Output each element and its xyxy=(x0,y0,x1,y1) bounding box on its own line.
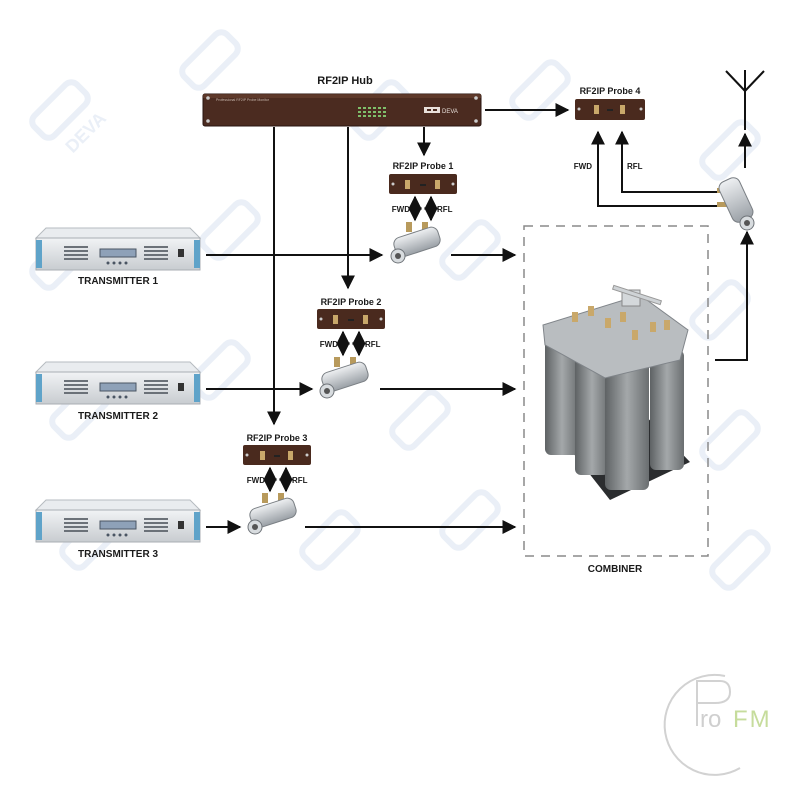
rfl-label: RFL xyxy=(437,205,453,214)
fwd-connector-icon xyxy=(405,180,410,189)
coupler-3 xyxy=(247,493,297,535)
transmitter-icon xyxy=(34,227,202,271)
transmitter-label: TRANSMITTER 2 xyxy=(78,411,158,422)
watermark-layer: DEVA xyxy=(29,29,771,591)
hub-front-text: Professional RF2IP Probe Monitor xyxy=(216,98,270,102)
fwd-label: FWD xyxy=(574,162,592,171)
fwd-connector-icon xyxy=(260,451,265,460)
antenna-icon xyxy=(725,70,765,130)
deva-logo-icon: DEVA xyxy=(424,107,458,115)
transmitter-2[interactable]: TRANSMITTER 2 xyxy=(34,361,202,422)
combiner-label: COMBINER xyxy=(588,564,643,575)
rfl-connector-icon xyxy=(288,451,293,460)
rf2ip-probe-4[interactable]: RF2IP Probe 4 FWD RFL xyxy=(574,86,645,171)
fwd-label: FWD xyxy=(247,476,265,485)
profm-logo: ro FM xyxy=(663,673,772,776)
connections xyxy=(206,103,754,534)
transmitter-label: TRANSMITTER 1 xyxy=(78,276,158,287)
coupler-1 xyxy=(390,222,441,264)
rf2ip-probe-1[interactable]: RF2IP Probe 1 FWD RFL xyxy=(389,161,457,214)
rfl-label: RFL xyxy=(365,340,381,349)
hub-label: RF2IP Hub xyxy=(317,75,373,87)
rfl-connector-icon xyxy=(363,315,368,324)
logo-suffix: FM xyxy=(733,706,772,733)
rf2ip-hub[interactable]: RF2IP Hub Professional RF2IP Probe Monit… xyxy=(202,75,482,127)
rfl-label: RFL xyxy=(627,162,643,171)
transmitter-3[interactable]: TRANSMITTER 3 xyxy=(34,499,202,560)
transmitter-1[interactable]: TRANSMITTER 1 xyxy=(34,227,202,287)
rfl-connector-icon xyxy=(435,180,440,189)
rfl-connector-icon xyxy=(620,105,625,114)
probe4-fwd-link xyxy=(591,130,718,207)
hub-status-leds xyxy=(358,107,386,117)
transmitter-icon xyxy=(34,499,202,543)
combiner-icon xyxy=(542,284,690,500)
rf2ip-probe-3[interactable]: RF2IP Probe 3 FWD RFL xyxy=(243,433,311,485)
transmitter-icon xyxy=(34,361,202,405)
fwd-connector-icon xyxy=(333,315,338,324)
probe-label: RF2IP Probe 1 xyxy=(393,161,454,171)
coupler-2 xyxy=(319,357,369,399)
link-combiner-coupler4 xyxy=(715,230,754,361)
svg-text:DEVA: DEVA xyxy=(442,109,458,115)
rf2ip-probe-2[interactable]: RF2IP Probe 2 FWD RFL xyxy=(317,297,385,349)
coupler-4 xyxy=(717,177,755,231)
probe4-rfl-link xyxy=(615,130,718,193)
svg-text:DEVA: DEVA xyxy=(61,108,110,157)
transmitter-label: TRANSMITTER 3 xyxy=(78,549,158,560)
fwd-label: FWD xyxy=(320,340,338,349)
logo-arc-icon xyxy=(663,673,741,776)
probe-label: RF2IP Probe 2 xyxy=(321,297,382,307)
rfl-label: RFL xyxy=(292,476,308,485)
probe-label: RF2IP Probe 3 xyxy=(247,433,308,443)
probe-label: RF2IP Probe 4 xyxy=(580,86,641,96)
fwd-label: FWD xyxy=(392,205,410,214)
combiner[interactable]: COMBINER xyxy=(542,284,690,575)
logo-prefix: ro xyxy=(700,706,721,733)
fwd-connector-icon xyxy=(594,105,599,114)
